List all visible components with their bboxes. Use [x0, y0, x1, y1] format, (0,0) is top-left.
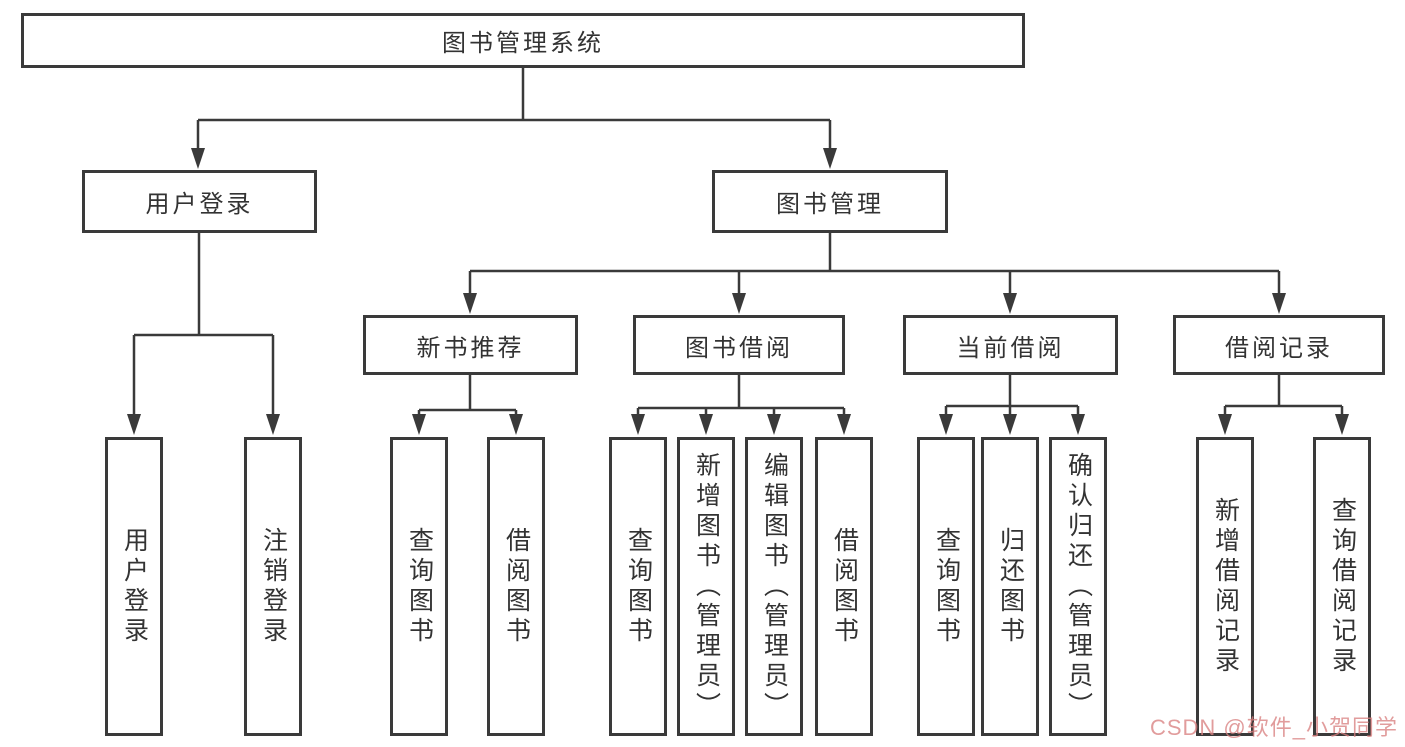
arrow-down-icon	[939, 414, 953, 435]
arrow-down-icon	[1003, 414, 1017, 435]
leaf-records-add-borrow-record: 新增借阅记录	[1196, 437, 1254, 736]
leaf-logout: 注销登录	[244, 437, 302, 736]
node-current-borrowing: 当前借阅	[903, 315, 1118, 375]
node-user-login: 用户登录	[82, 170, 317, 233]
leaf-current-return-books: 归还图书	[981, 437, 1039, 736]
arrow-down-icon	[266, 414, 280, 435]
arrow-down-icon	[1335, 414, 1349, 435]
connector-new-book-rec-to-leaves	[417, 375, 518, 416]
connector-current-borrow-to-leaves	[944, 375, 1080, 416]
leaf-records-query-borrow-record: 查询借阅记录	[1313, 437, 1371, 736]
leaf-borrowing-query-books: 查询图书	[609, 437, 667, 736]
leaf-borrowing-add-books-admin: 新增图书（管理员）	[677, 437, 735, 736]
connector-book-borrow-to-leaves	[636, 375, 846, 416]
arrow-down-icon	[1272, 293, 1286, 314]
node-book-borrowing: 图书借阅	[633, 315, 845, 375]
connector-borrow-record-to-leaves	[1223, 375, 1344, 416]
node-root-library-management-system: 图书管理系统	[21, 13, 1025, 68]
leaf-recommend-query-books: 查询图书	[390, 437, 448, 736]
leaf-borrowing-edit-books-admin: 编辑图书（管理员）	[745, 437, 803, 736]
node-borrowing-records: 借阅记录	[1173, 315, 1385, 375]
connector-book-mgmt-to-level3	[468, 233, 1281, 293]
arrow-down-icon	[1218, 414, 1232, 435]
node-book-management: 图书管理	[712, 170, 948, 233]
connector-user-login-to-leaves	[132, 233, 275, 416]
arrow-down-icon	[127, 414, 141, 435]
leaf-borrowing-borrow-books: 借阅图书	[815, 437, 873, 736]
connector-root-to-level2	[196, 68, 832, 150]
node-new-book-recommendation: 新书推荐	[363, 315, 578, 375]
arrow-down-icon	[767, 414, 781, 435]
leaf-recommend-borrow-books: 借阅图书	[487, 437, 545, 736]
arrowheads	[127, 148, 1349, 435]
arrow-down-icon	[837, 414, 851, 435]
arrow-down-icon	[412, 414, 426, 435]
arrow-down-icon	[1071, 414, 1085, 435]
leaf-user-login: 用户登录	[105, 437, 163, 736]
arrow-down-icon	[699, 414, 713, 435]
arrow-down-icon	[823, 148, 837, 169]
arrow-down-icon	[509, 414, 523, 435]
leaf-current-confirm-return-admin: 确认归还（管理员）	[1049, 437, 1107, 736]
arrow-down-icon	[463, 293, 477, 314]
arrow-down-icon	[732, 293, 746, 314]
arrow-down-icon	[631, 414, 645, 435]
leaf-current-query-books: 查询图书	[917, 437, 975, 736]
arrow-down-icon	[1003, 293, 1017, 314]
csdn-watermark: CSDN @软件_小贺同学	[1149, 715, 1398, 740]
arrow-down-icon	[191, 148, 205, 169]
